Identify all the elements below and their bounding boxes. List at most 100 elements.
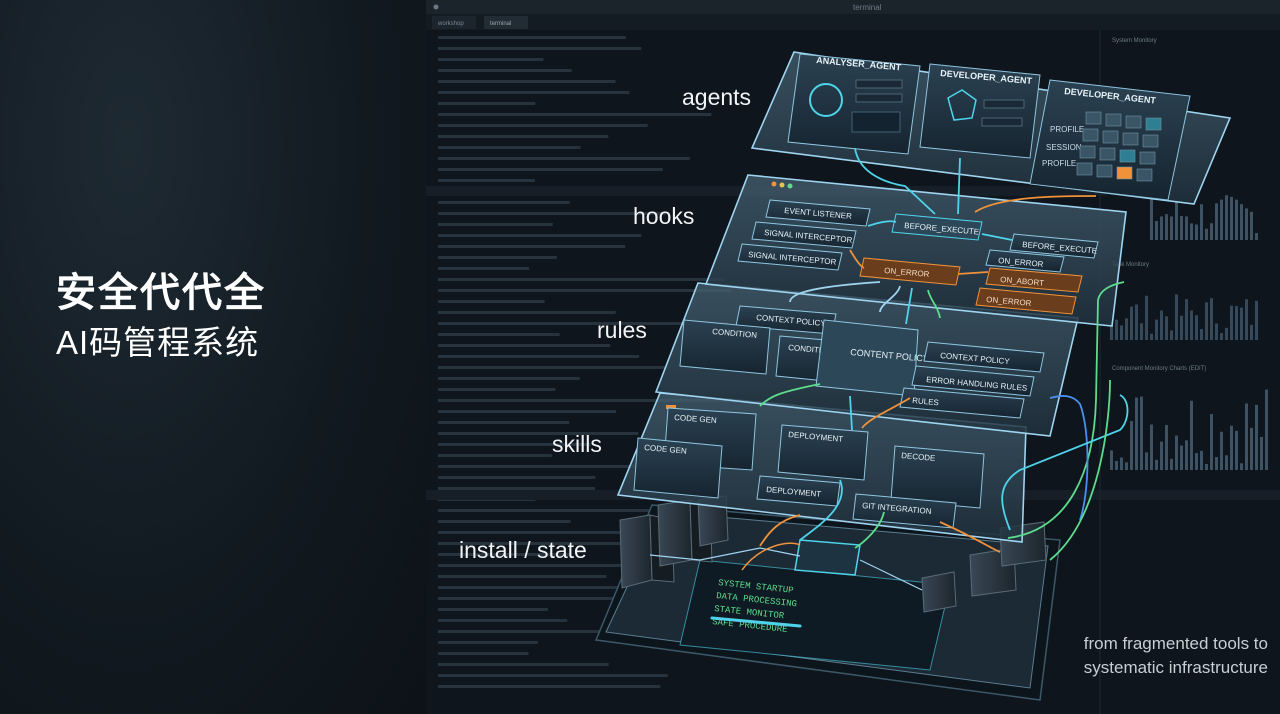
agent-card[interactable]: DEVELOPER_AGENT PROFILE SESSION PROFILE [1029, 79, 1191, 201]
hook-item[interactable]: BEFORE_EXECUTE [1009, 233, 1099, 259]
bar-mark [1190, 400, 1193, 470]
side-title: Component Monitory Charts (EDIT) [1112, 366, 1206, 372]
bar-mark [1255, 300, 1258, 340]
log-line [438, 454, 552, 457]
keypad-key [1096, 164, 1113, 178]
svg-text:SESSION: SESSION [1046, 143, 1082, 152]
hook-item[interactable]: SIGNAL INTERCEPTOR [751, 221, 857, 249]
caption: from fragmented tools to systematic infr… [1030, 632, 1268, 680]
log-line [438, 168, 663, 171]
hook-item[interactable]: EVENT LISTENER [765, 199, 871, 227]
content-policy-card[interactable]: CONTENT POLICY [815, 319, 929, 397]
keypad-key [1139, 151, 1156, 165]
tab-terminal[interactable] [484, 16, 528, 29]
bar-mark [1260, 436, 1263, 470]
log-line [438, 685, 661, 688]
hook-item[interactable]: SIGNAL INTERCEPTOR [737, 243, 843, 271]
log-line [438, 289, 732, 292]
bar-mark [1220, 431, 1223, 470]
bar-mark [1175, 200, 1178, 240]
caption-line: systematic infrastructure [1083, 658, 1268, 677]
agent-card[interactable]: DEVELOPER_AGENT [919, 63, 1041, 159]
bar-mark [1245, 208, 1248, 240]
skill-card[interactable]: GIT INTEGRATION [852, 493, 957, 529]
bar-mark [1185, 299, 1188, 340]
log-line [438, 443, 591, 446]
log-line [438, 212, 666, 215]
rules-layer: CONTEXT POLICY CONDITION CONDITION CONTE… [654, 282, 1079, 437]
bar-mark [1250, 211, 1253, 240]
hook-item[interactable]: ON_ERROR [985, 249, 1065, 273]
layer-label-skills: skills [552, 431, 602, 457]
hooks-layer: EVENT LISTENER SIGNAL INTERCEPTOR SIGNAL… [704, 174, 1127, 327]
hook-item[interactable]: BEFORE_EXECUTE [891, 213, 983, 241]
log-line [438, 344, 611, 347]
log-line [438, 80, 616, 83]
log-line [438, 608, 548, 611]
hook-item[interactable]: ON_ABORT [985, 267, 1083, 293]
keypad-key [1079, 145, 1096, 159]
log-line [438, 597, 662, 600]
log-line [438, 542, 622, 545]
bar-mark [1200, 204, 1203, 240]
main-title: 安全代代全 [56, 271, 266, 315]
server-rack-icon [619, 495, 729, 589]
processor-chip-icon [794, 539, 861, 576]
agents-layer: ANALYSER_AGENT DEVELOPER_AGENT DEVELOPER… [750, 51, 1232, 205]
log-line [438, 432, 639, 435]
log-line [438, 47, 642, 50]
svg-text:RULES: RULES [912, 396, 939, 407]
bar-mark [1210, 298, 1213, 340]
bar-mark [1190, 223, 1193, 240]
log-line [438, 102, 536, 105]
keypad-key [1085, 111, 1102, 125]
bar-mark [1225, 195, 1228, 240]
rule-card[interactable]: CONTEXT POLICY [923, 341, 1045, 373]
log-line [438, 674, 668, 677]
log-line [438, 234, 642, 237]
bar-mark [1110, 321, 1113, 340]
rule-card[interactable]: RULES [899, 387, 1025, 419]
keypad-key [1105, 113, 1122, 127]
tab-workshop[interactable] [432, 16, 476, 29]
bar-mark [1220, 199, 1223, 240]
log-line [438, 388, 556, 391]
bar-mark [1250, 324, 1253, 340]
bar-mark [1165, 214, 1168, 240]
log-line [438, 553, 570, 556]
window-control-icon[interactable] [433, 4, 439, 10]
skill-card[interactable]: CODE GEN [633, 437, 723, 499]
skills-layer: CODE GEN CODE GEN DEPLOYMENT DEPLOYMENT … [616, 392, 1027, 543]
log-line [438, 377, 580, 380]
log-line [438, 520, 571, 523]
rule-card[interactable]: ERROR HANDLING RULES [911, 365, 1035, 397]
bar-mark [1205, 302, 1208, 340]
log-line [438, 223, 553, 226]
bar-mark [1110, 450, 1113, 470]
bar-mark [1155, 459, 1158, 470]
hook-item[interactable]: ON_ERROR [975, 287, 1077, 315]
layer-label-install: install / state [459, 537, 587, 563]
log-line [438, 586, 685, 589]
layer-label-agents: agents [682, 84, 752, 110]
log-line [438, 245, 626, 248]
caption-line: from fragmented tools to [1083, 634, 1268, 653]
log-line [438, 201, 570, 204]
agent-card[interactable]: ANALYSER_AGENT [787, 53, 921, 155]
hook-item[interactable]: ON_ERROR [859, 257, 961, 286]
left-title-panel: 安全代代全 AI码管程系统 [0, 0, 426, 714]
side-title: System Monitory [1112, 38, 1157, 44]
bar-mark [1115, 319, 1118, 340]
skill-card[interactable]: DEPLOYMENT [777, 424, 869, 481]
skill-card[interactable]: DECODE [890, 445, 985, 509]
bar-mark [1210, 414, 1213, 470]
bar-mark [1130, 421, 1133, 470]
bar-mark [1235, 199, 1238, 240]
tab-label: workshop [437, 21, 464, 27]
rule-card[interactable]: CONDITION [679, 319, 771, 375]
bar-mark [1175, 435, 1178, 470]
keypad-key [1122, 132, 1139, 146]
bar-mark [1185, 440, 1188, 470]
log-line [438, 575, 607, 578]
bar-mark [1220, 333, 1223, 340]
